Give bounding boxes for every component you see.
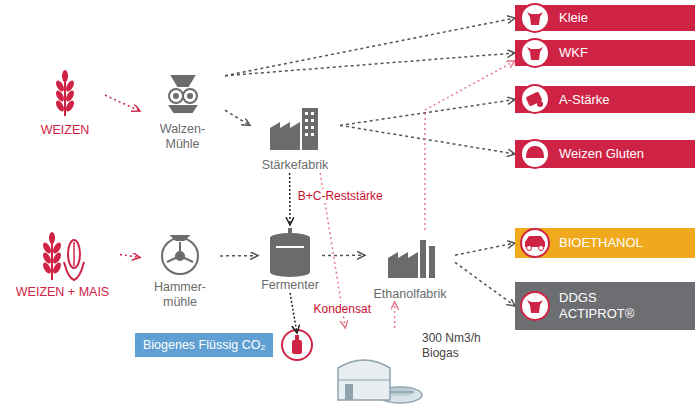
node-label: Fermenter <box>261 278 319 293</box>
node-label: DDGS ACTIPROT® <box>559 290 649 322</box>
node-label: Biogenes Flüssig CO₂ <box>135 333 273 357</box>
flow-arrow <box>394 302 396 328</box>
node-label: A-Stärke <box>559 92 610 108</box>
node-label: BIOETHANOL <box>559 235 643 251</box>
plant: Ethanolfabrik <box>365 230 455 302</box>
node-label: 300 Nm3/h Biogas <box>422 331 494 361</box>
biogas-plant-icon <box>338 360 422 403</box>
flow-arrow <box>289 173 291 225</box>
node-label: Kleie <box>559 10 588 26</box>
flow-arrow <box>340 125 515 154</box>
hammer-mill-icon <box>162 236 198 274</box>
bottle-icon <box>282 330 312 360</box>
flow-label: Kondensat <box>312 302 373 316</box>
node-label: WEIZEN <box>41 123 90 138</box>
flow-label: B+C-Reststärke <box>296 189 385 203</box>
flow-arrow <box>225 53 515 76</box>
cow-icon <box>521 39 549 67</box>
factory-icon <box>270 108 318 150</box>
flow-arrow <box>455 262 515 306</box>
raw-material: WEIZEN <box>25 70 105 138</box>
cow-icon <box>521 292 549 320</box>
plant: Stärkefabrik <box>250 105 340 173</box>
product-box: Kleie <box>515 5 695 31</box>
tank: Fermenter <box>258 225 322 293</box>
starch-icon <box>521 85 549 113</box>
bread-icon <box>521 140 549 168</box>
factory-icon <box>388 240 435 278</box>
product-box: DDGS ACTIPROT® <box>515 282 695 330</box>
flow-arrow <box>225 18 515 76</box>
wheat-corn-icon <box>41 232 84 280</box>
node-label: Ethanolfabrik <box>374 287 447 302</box>
flow-arrow <box>290 293 297 333</box>
flow-arrow <box>220 255 258 257</box>
node-label: Stärkefabrik <box>262 158 329 173</box>
node-label: WEIZEN + MAIS <box>16 285 109 300</box>
product-box: WKF <box>515 40 695 66</box>
node-label: WKF <box>559 45 588 61</box>
fermenter-icon <box>270 228 310 277</box>
product-label: Biogenes Flüssig CO₂ <box>135 333 315 359</box>
flow-arrow <box>425 61 515 230</box>
flow-arrow <box>120 255 140 258</box>
mill: Walzen- Mühle <box>140 70 225 152</box>
product-box: BIOETHANOL <box>515 228 695 258</box>
mill: Hammer- mühle <box>140 228 220 310</box>
flow-arrow <box>340 100 515 126</box>
node-label: Walzen- Mühle <box>153 122 213 152</box>
flow-arrow <box>105 95 140 111</box>
cow-icon <box>521 4 549 32</box>
car-icon <box>521 229 549 257</box>
node-label: Weizen Gluten <box>559 146 644 162</box>
roller-mill-icon <box>169 76 197 112</box>
node-label: Hammer- mühle <box>150 280 210 310</box>
flow-arrow <box>225 110 250 125</box>
product-box: A-Stärke <box>515 86 695 113</box>
flow-arrow <box>322 254 365 256</box>
raw-material: WEIZEN + MAIS <box>5 228 120 300</box>
biogas-plant: 300 Nm3/h Biogas <box>330 328 500 408</box>
wheat-icon <box>54 70 75 116</box>
product-box: Weizen Gluten <box>515 140 695 168</box>
flow-arrow <box>455 243 515 255</box>
